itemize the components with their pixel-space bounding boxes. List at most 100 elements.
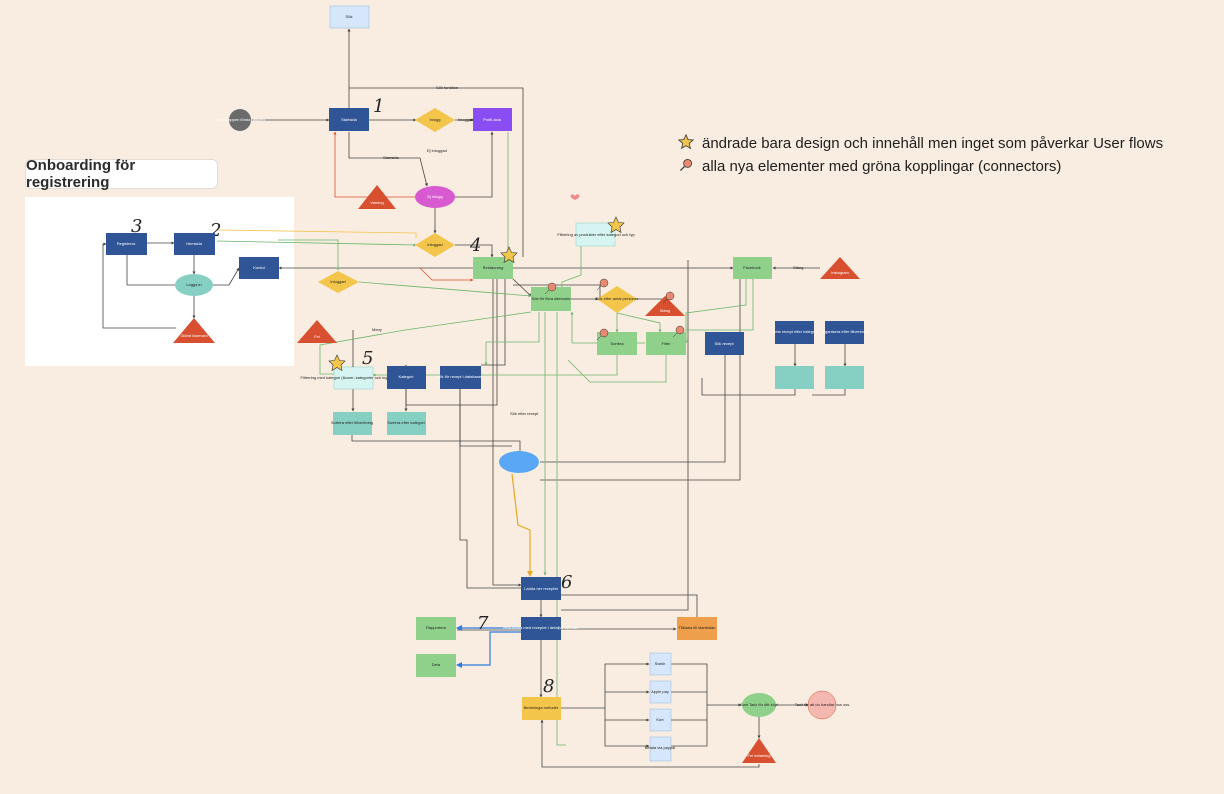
connector[interactable] — [561, 594, 698, 617]
klart-oval[interactable] — [742, 693, 776, 717]
connector[interactable] — [349, 87, 524, 257]
kategori-1-box[interactable] — [775, 321, 814, 344]
connector[interactable] — [319, 311, 532, 375]
connector[interactable] — [459, 389, 512, 447]
filtrering-box[interactable] — [575, 222, 616, 247]
fel-betalning-triangle[interactable] — [742, 738, 776, 763]
restaurang-label: Restaurang — [483, 265, 504, 270]
connector[interactable] — [701, 378, 796, 396]
apple-pay-box[interactable] — [649, 680, 672, 704]
restaurang-box[interactable] — [473, 257, 513, 279]
connector[interactable] — [216, 229, 417, 238]
connector[interactable] — [556, 312, 566, 746]
connector[interactable] — [513, 284, 601, 300]
logga-in-oval[interactable] — [175, 274, 213, 296]
paypal-box[interactable] — [649, 736, 672, 762]
connector[interactable] — [481, 279, 506, 366]
connector[interactable] — [455, 131, 494, 198]
connector[interactable] — [567, 355, 667, 383]
start-circle[interactable] — [229, 109, 251, 131]
hemsida-box[interactable] — [174, 233, 215, 255]
warning-triangle[interactable] — [358, 185, 396, 209]
blue-oval[interactable] — [499, 451, 539, 473]
instagram-triangle[interactable] — [820, 257, 860, 279]
connector[interactable] — [348, 132, 428, 187]
star-icon — [607, 216, 625, 234]
teal-right-1[interactable] — [775, 366, 814, 389]
connector[interactable] — [351, 435, 521, 452]
connector[interactable] — [511, 473, 533, 577]
ladda-ner-label: Ladda ner receptet — [524, 586, 558, 591]
connector[interactable] — [484, 312, 540, 366]
tack-circle[interactable] — [807, 690, 837, 720]
connector[interactable] — [540, 719, 760, 768]
connector[interactable] — [213, 267, 240, 286]
inlogg-diamond[interactable] — [415, 108, 455, 132]
betalning-box[interactable] — [522, 697, 561, 720]
glomt-triangle[interactable] — [173, 318, 215, 343]
kategori-box[interactable] — [387, 366, 426, 389]
connector[interactable] — [604, 708, 650, 722]
connector[interactable] — [684, 279, 747, 344]
star-icon — [328, 354, 346, 372]
kategori-2-box[interactable] — [825, 321, 864, 344]
orange-box[interactable] — [677, 617, 717, 640]
connector[interactable] — [540, 355, 726, 463]
sok-recept-box[interactable] — [705, 332, 744, 355]
filter-box[interactable] — [646, 332, 686, 355]
swish-box[interactable] — [649, 652, 672, 676]
teal-box-2[interactable] — [387, 412, 426, 435]
connector[interactable] — [126, 254, 176, 286]
stang-triangle[interactable] — [645, 296, 685, 316]
startsida-box[interactable] — [329, 108, 369, 131]
hemsida-label: Hemsida — [186, 241, 203, 246]
apple-pay-label: Apple pay — [651, 689, 669, 694]
connector[interactable] — [216, 240, 417, 247]
profile-box[interactable] — [473, 108, 512, 131]
dela-box[interactable] — [416, 654, 456, 677]
connector[interactable] — [419, 267, 474, 282]
connector[interactable] — [616, 312, 662, 333]
sok-antal-diamond[interactable] — [597, 286, 637, 313]
connector[interactable] — [561, 260, 689, 611]
heart-icon[interactable] — [570, 194, 580, 200]
search-box[interactable] — [329, 5, 370, 29]
connector[interactable] — [570, 311, 597, 344]
inloggad-diamond-2[interactable] — [318, 271, 359, 293]
step-number: 4 — [469, 235, 481, 256]
connector[interactable] — [812, 389, 846, 396]
registrera-box[interactable] — [106, 233, 147, 255]
fel-triangle[interactable] — [297, 320, 337, 343]
connector[interactable] — [459, 389, 521, 589]
kort-box[interactable] — [649, 708, 672, 732]
connector[interactable] — [278, 239, 340, 271]
filtrering-5-box[interactable] — [333, 366, 374, 390]
sok-recept-db-box[interactable] — [440, 366, 481, 389]
section-title-card[interactable]: Onboarding för registrering — [25, 157, 218, 191]
connector[interactable] — [686, 279, 754, 331]
connector[interactable] — [512, 278, 532, 297]
kontot-box[interactable] — [239, 257, 279, 279]
connector[interactable] — [492, 279, 522, 587]
sortera-box[interactable] — [597, 332, 637, 355]
legend-pin-text: alla nya elementer med gröna kopplingar … — [702, 158, 1062, 175]
inloggad-diamond[interactable] — [415, 233, 455, 257]
connector[interactable] — [102, 242, 176, 329]
huvudsida-box[interactable] — [521, 617, 561, 640]
connector[interactable] — [561, 662, 650, 709]
teal-right-2[interactable] — [825, 366, 864, 389]
connector[interactable] — [455, 244, 494, 258]
teal-box-1[interactable] — [333, 412, 372, 435]
connector[interactable] — [358, 281, 532, 298]
rapportera-box[interactable] — [416, 617, 456, 640]
connector[interactable] — [456, 631, 521, 668]
connector[interactable] — [333, 131, 416, 198]
step-number: 5 — [362, 348, 373, 369]
connector[interactable] — [604, 720, 650, 748]
pin-icon — [672, 325, 685, 338]
ladda-ner-box[interactable] — [521, 577, 561, 600]
ej-inlogg-oval[interactable] — [415, 186, 455, 208]
facebook-box[interactable] — [733, 257, 772, 279]
connector[interactable] — [671, 663, 708, 747]
